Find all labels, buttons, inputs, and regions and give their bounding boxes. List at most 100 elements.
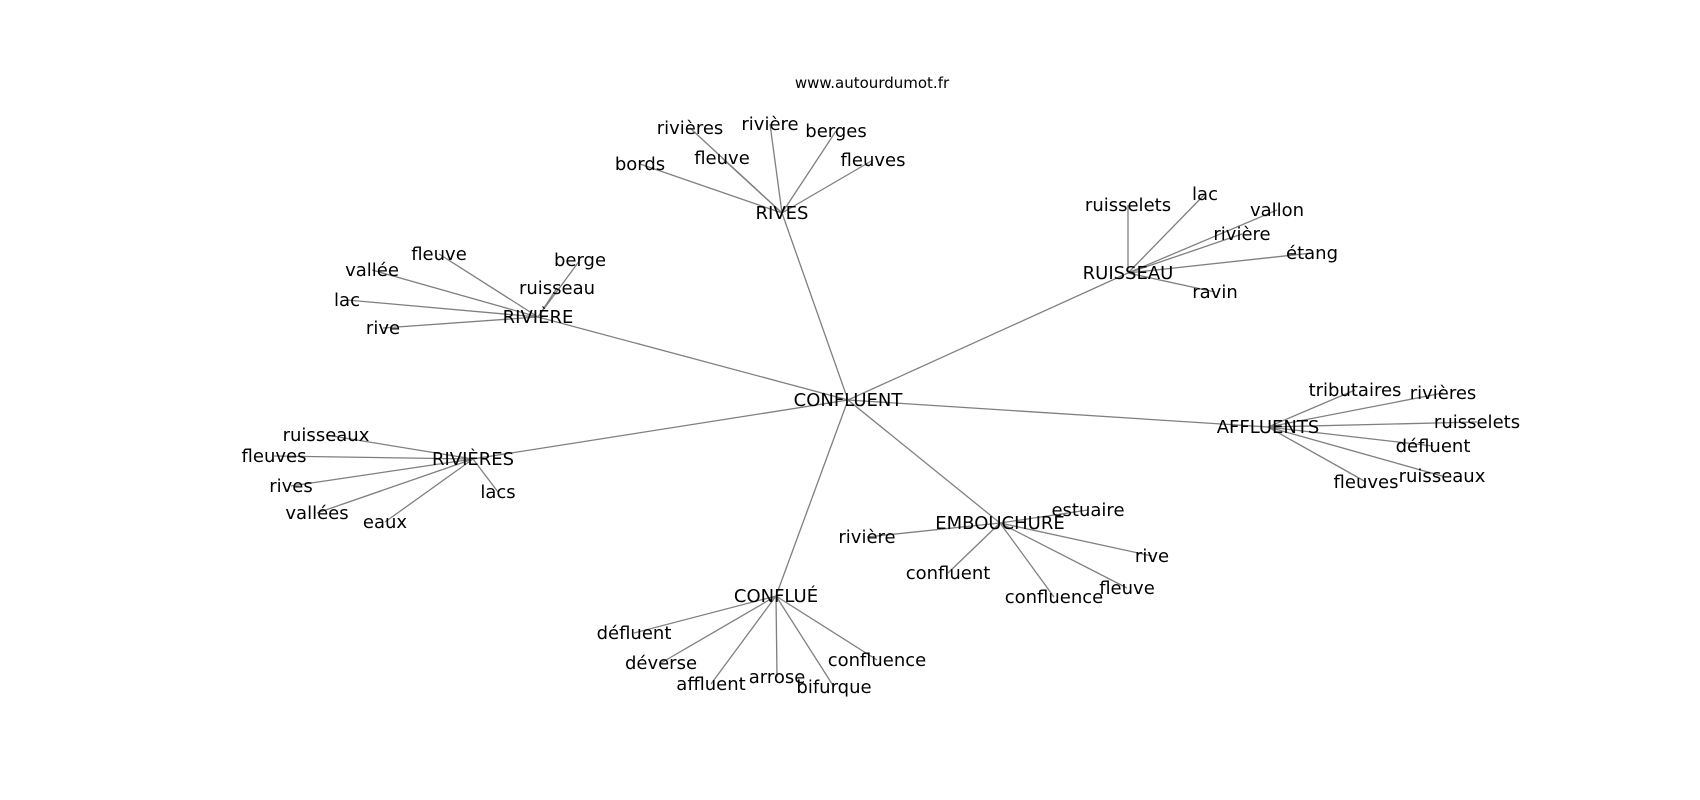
edge-conflue-deverse	[660, 595, 777, 664]
leaf-node-rives-riviere: rivière	[741, 114, 798, 135]
leaf-node-ruisseau-ruisselets: ruisselets	[1085, 195, 1171, 216]
center-node: CONFLUENT	[794, 390, 904, 411]
hub-node-ruisseau: RUISSEAU	[1083, 263, 1174, 284]
edge-ruisseau-riviere	[1127, 233, 1243, 274]
leaf-node-rives-fleuves: fleuves	[841, 150, 906, 171]
edge-rives-bords	[639, 163, 783, 214]
leaf-node-riviere-fleuve: fleuve	[411, 244, 467, 265]
edge-center-embouchure	[847, 399, 1001, 524]
leaf-node-affluents-ruisseaux: ruisseaux	[1399, 466, 1486, 487]
leaf-node-ruisseau-riviere: rivière	[1213, 224, 1270, 245]
leaf-node-embouchure-fleuve: fleuve	[1099, 578, 1155, 599]
hub-node-rives: RIVES	[756, 203, 809, 224]
edge-center-rivieres	[472, 399, 849, 460]
edge-affluents-ruisseaux	[1267, 426, 1443, 477]
leaf-node-embouchure-riviere: rivière	[838, 527, 895, 548]
leaf-node-riviere-lac: lac	[334, 290, 360, 311]
leaf-node-affluents-fleuves: fleuves	[1334, 472, 1399, 493]
hub-node-affluents: AFFLUENTS	[1217, 417, 1320, 438]
edge-ruisseau-etang	[1127, 252, 1313, 274]
leaf-node-rivieres-vallees: vallées	[285, 503, 348, 524]
edge-center-ruisseau	[847, 272, 1129, 401]
edge-embouchure-confluent	[947, 522, 1001, 574]
graph-nodes: CONFLUENT RIVES rivières rivière berges fleuv…	[242, 114, 1521, 698]
edge-affluents-ruisselets	[1267, 421, 1478, 428]
edge-rivieres-fleuves	[273, 455, 474, 460]
leaf-node-affluents-defluent: défluent	[1396, 436, 1471, 457]
edge-rivieres-vallees	[316, 458, 474, 514]
leaf-node-conflue-confluence: confluence	[828, 650, 927, 671]
leaf-node-affluents-rivieres: rivières	[1410, 383, 1477, 404]
edge-rives-berges	[781, 130, 837, 214]
edge-riviere-vallee	[371, 269, 539, 318]
leaf-node-conflue-affluent: affluent	[676, 674, 745, 695]
leaf-node-conflue-defluent: défluent	[597, 623, 672, 644]
leaf-node-rivieres-rives: rives	[269, 476, 313, 497]
edge-affluents-tributaires	[1267, 389, 1356, 428]
hub-node-rivieres: RIVIÈRES	[432, 448, 514, 470]
hub-node-conflue: CONFLUÉ	[734, 585, 818, 607]
leaf-node-embouchure-confluent: confluent	[906, 563, 991, 584]
edge-embouchure-fleuve	[999, 522, 1128, 589]
edge-conflue-confluence	[775, 595, 878, 661]
edge-riviere-fleuve	[438, 253, 539, 318]
edge-rives-riviere	[769, 123, 783, 214]
leaf-node-ruisseau-etang: étang	[1286, 243, 1338, 264]
leaf-node-ruisseau-vallon: vallon	[1250, 200, 1304, 221]
leaf-node-riviere-vallee: vallée	[345, 260, 399, 281]
leaf-node-ruisseau-ravin: ravin	[1192, 282, 1238, 303]
edge-rives-fleuve	[721, 157, 783, 214]
leaf-node-rives-berges: berges	[805, 121, 866, 142]
edge-conflue-affluent	[710, 595, 777, 685]
edge-riviere-ruisseau	[537, 287, 558, 318]
leaf-node-rivieres-lacs: lacs	[480, 482, 515, 503]
graph-edges	[273, 123, 1478, 688]
edge-riviere-rive	[382, 316, 539, 329]
leaf-node-embouchure-confluence: confluence	[1005, 587, 1104, 608]
leaf-node-conflue-deverse: déverse	[625, 653, 697, 674]
edge-ruisseau-ravin	[1127, 272, 1216, 293]
edge-rives-fleuves	[781, 159, 874, 214]
leaf-node-riviere-rive: rive	[366, 318, 400, 339]
edge-rivieres-rives	[290, 458, 474, 487]
leaf-node-riviere-berge: berge	[554, 250, 606, 271]
edge-center-riviere	[537, 316, 849, 401]
edge-embouchure-rive	[999, 522, 1153, 557]
leaf-node-rives-fleuve: fleuve	[694, 148, 750, 169]
edge-center-affluents	[847, 399, 1269, 428]
leaf-node-conflue-arrose: arrose	[749, 667, 806, 688]
hub-node-embouchure: EMBOUCHURE	[935, 513, 1064, 534]
leaf-node-embouchure-estuaire: estuaire	[1051, 500, 1124, 521]
edge-affluents-defluent	[1267, 426, 1434, 447]
source-label: www.autourdumot.fr	[795, 74, 950, 92]
edge-ruisseau-lac	[1127, 193, 1206, 274]
edge-conflue-arrose	[775, 595, 778, 678]
edge-center-rives	[781, 212, 849, 401]
hub-node-riviere: RIVIÈRE	[503, 306, 574, 328]
edge-affluents-fleuves	[1267, 426, 1367, 483]
leaf-node-affluents-tributaires: tributaires	[1309, 380, 1402, 401]
leaf-node-rivieres-eaux: eaux	[363, 512, 408, 533]
leaf-node-affluents-ruisselets: ruisselets	[1434, 412, 1520, 433]
leaf-node-rivieres-fleuves: fleuves	[242, 446, 307, 467]
leaf-node-rives-bords: bords	[615, 154, 665, 175]
edge-embouchure-confluence	[999, 522, 1055, 598]
edge-embouchure-estuaire	[999, 509, 1089, 524]
edge-riviere-lac	[346, 299, 539, 318]
edge-rivieres-lacs	[472, 458, 499, 493]
edge-embouchure-riviere	[866, 522, 1001, 538]
edge-affluents-rivieres	[1267, 392, 1444, 428]
leaf-node-riviere-ruisseau: ruisseau	[519, 278, 595, 299]
edge-conflue-bifurque	[775, 595, 835, 688]
leaf-node-conflue-bifurque: bifurque	[796, 677, 871, 698]
edge-ruisseau-vallon	[1127, 209, 1278, 274]
leaf-node-embouchure-rive: rive	[1135, 546, 1169, 567]
leaf-node-ruisseau-lac: lac	[1192, 184, 1218, 205]
edge-conflue-defluent	[633, 595, 777, 634]
leaf-node-rivieres-ruisseaux: ruisseaux	[283, 425, 370, 446]
leaf-node-rives-rivieres: rivières	[657, 118, 724, 139]
edge-rivieres-eaux	[384, 458, 474, 523]
edge-center-conflue	[775, 399, 849, 597]
edge-rivieres-ruisseaux	[325, 434, 474, 460]
